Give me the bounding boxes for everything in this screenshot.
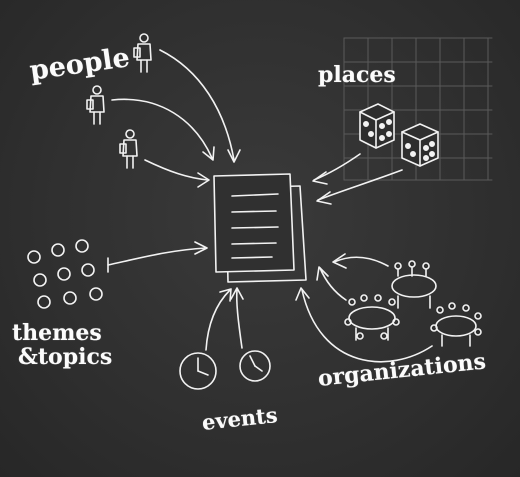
clock-icon bbox=[179, 352, 217, 390]
arrow-orgs-3 bbox=[295, 287, 433, 363]
dice-icon bbox=[401, 123, 439, 167]
label-places: places bbox=[318, 62, 396, 88]
document-stack-icon bbox=[213, 173, 307, 283]
clock-icon bbox=[239, 350, 271, 382]
arrow-events-2 bbox=[230, 287, 244, 349]
person-icon bbox=[119, 129, 138, 169]
arrow-people-2 bbox=[111, 98, 215, 161]
arrow-people-3 bbox=[144, 159, 210, 188]
person-icon bbox=[86, 85, 105, 125]
circle-dot-icon bbox=[27, 239, 103, 309]
arrow-themes bbox=[107, 241, 208, 273]
arrow-people-1 bbox=[159, 49, 241, 163]
dice-icon bbox=[359, 103, 395, 149]
arrow-places-1 bbox=[312, 153, 361, 185]
meeting-table-icon bbox=[344, 294, 400, 341]
meeting-table-icon bbox=[430, 302, 482, 347]
person-icon bbox=[133, 33, 152, 73]
arrow-orgs-2 bbox=[316, 266, 347, 301]
meeting-table-icon bbox=[391, 260, 437, 309]
arrow-places-2 bbox=[316, 169, 403, 205]
label-topics: &topics bbox=[18, 344, 113, 370]
label-themes: themes bbox=[12, 320, 102, 346]
arrow-events-1 bbox=[205, 288, 232, 351]
arrow-orgs-1 bbox=[332, 253, 389, 269]
